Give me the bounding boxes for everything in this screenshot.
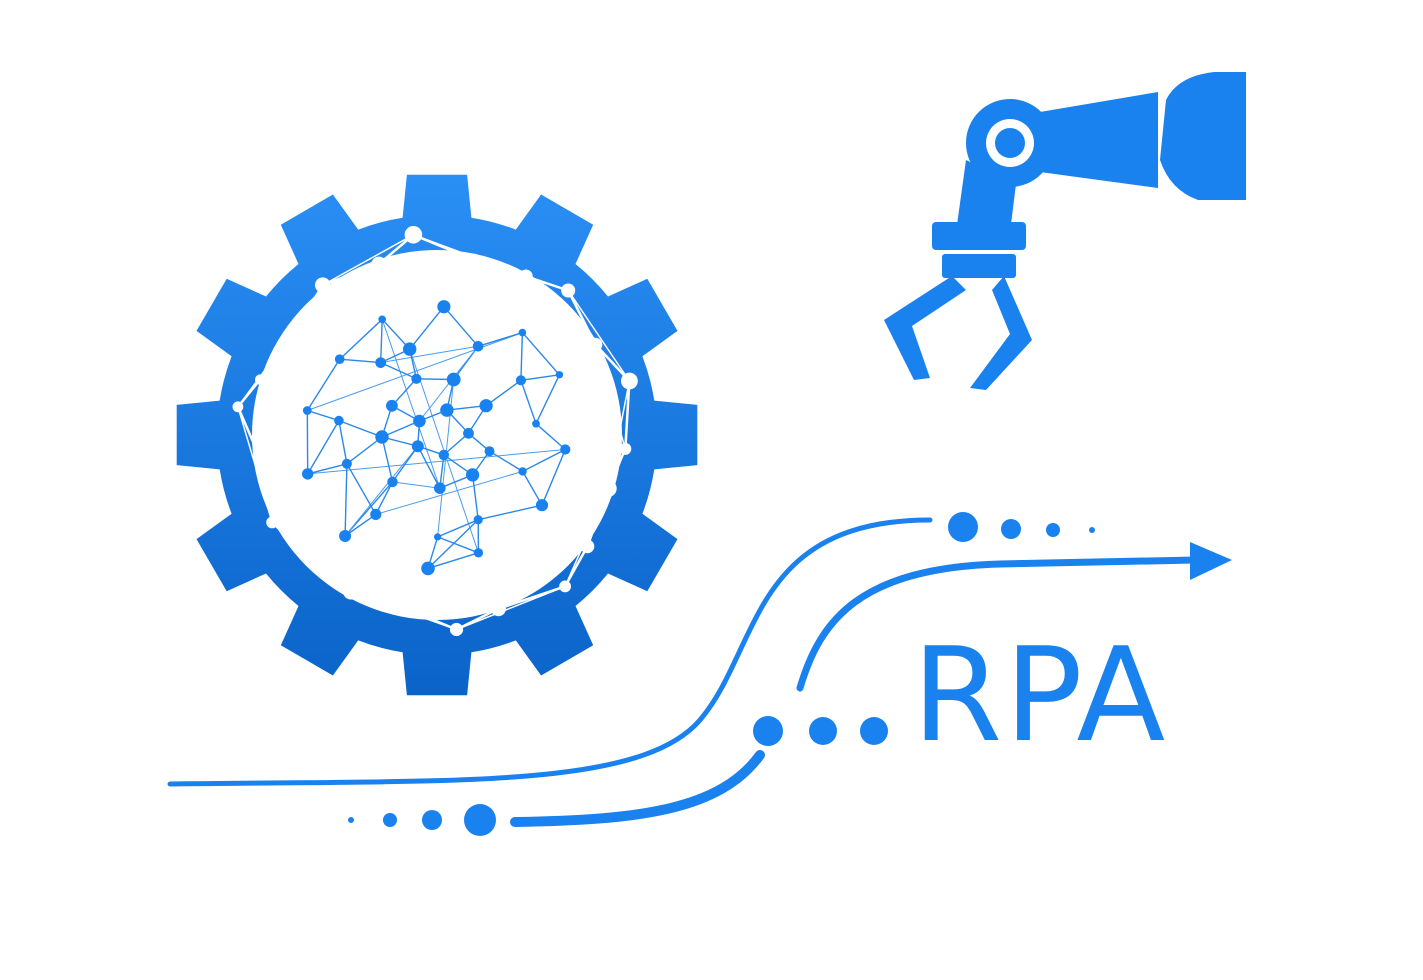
flow-arrow-icon — [167, 512, 1232, 836]
rpa-label: RPA — [912, 619, 1167, 771]
robotic-arm-icon — [884, 72, 1246, 390]
network-sphere-icon — [232, 226, 638, 637]
